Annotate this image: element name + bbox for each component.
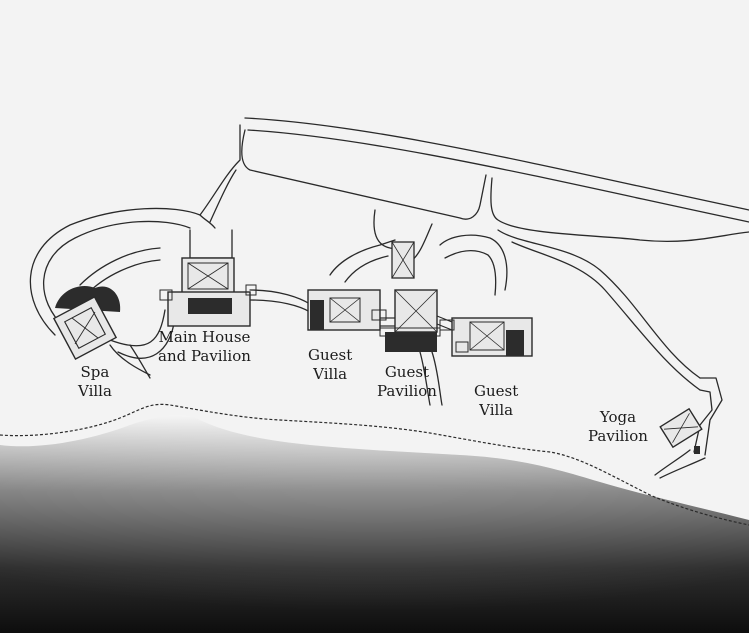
yoga-pavilion-label-line2: Pavilion	[588, 427, 648, 445]
guest-villa-west-building	[307, 289, 387, 331]
main-house-label-line2: and Pavilion	[158, 347, 251, 365]
main-house-label: Main House and Pavilion	[158, 328, 251, 366]
guest-pavilion-label-line2: Pavilion	[377, 382, 437, 400]
guest-villa-west-label: Guest Villa	[308, 346, 352, 384]
guest-villa-east-label-line1: Guest	[474, 382, 519, 400]
spa-villa-building	[52, 286, 121, 361]
spa-villa-label: Spa Villa	[78, 363, 112, 401]
guest-villa-east-label-line2: Villa	[479, 401, 514, 419]
shoreline	[0, 403, 749, 526]
yoga-pavilion-label-line1: Yoga	[599, 408, 637, 426]
spa-villa-label-line1: Spa	[80, 363, 110, 381]
yoga-pavilion-building	[659, 407, 703, 454]
main-house-label-line1: Main House	[158, 328, 251, 346]
spa-villa-label-line2: Villa	[78, 382, 112, 400]
yoga-pavilion-label: Yoga Pavilion	[588, 408, 648, 446]
guest-pavilion-label: Guest Pavilion	[377, 363, 437, 401]
guest-pavilion-building	[379, 241, 441, 352]
guest-pavilion-label-line1: Guest	[384, 363, 430, 381]
main-house-building	[159, 257, 257, 327]
guest-villa-west-label-line1: Guest	[308, 346, 353, 364]
guest-villa-east-building	[439, 317, 533, 357]
guest-villa-east-label: Guest Villa	[474, 382, 518, 420]
guest-villa-west-label-line2: Villa	[313, 365, 348, 383]
